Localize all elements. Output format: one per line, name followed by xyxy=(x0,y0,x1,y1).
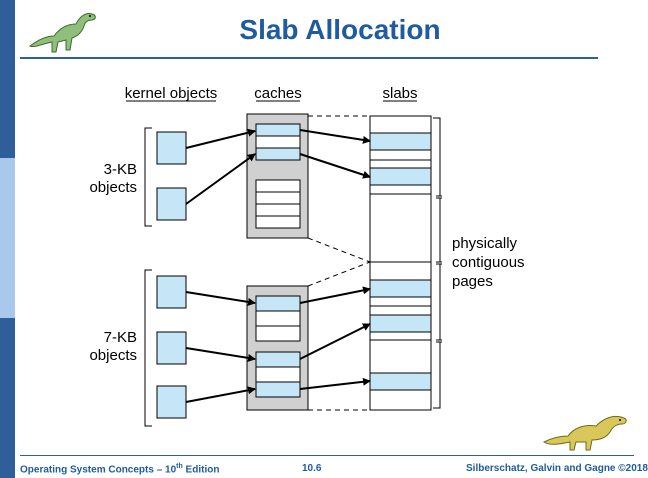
dinosaur-footer-icon xyxy=(543,415,627,451)
kernel-object-large-1 xyxy=(156,275,187,309)
kernel-object-large-2 xyxy=(156,331,187,365)
cache-small-slot-7 xyxy=(255,215,301,229)
caches-header: caches xyxy=(254,85,302,102)
pages-label-line2: contiguous xyxy=(452,254,525,271)
title-divider xyxy=(20,57,598,59)
kernel-object-large-3 xyxy=(156,385,187,419)
slab-slot-4 xyxy=(369,314,432,333)
arrow-object-to-cache-5 xyxy=(185,386,256,403)
page-bracket-4 xyxy=(433,342,441,409)
arrow-cache-to-slab-2 xyxy=(299,153,371,179)
cache-small-slot-6 xyxy=(255,203,301,217)
slab-slot-3 xyxy=(369,279,432,298)
cache-small-slot-3 xyxy=(255,147,301,161)
large-objects-bracket xyxy=(144,269,152,427)
kernel-objects-header: kernel objects xyxy=(125,85,218,102)
cache-large-slot-3 xyxy=(255,325,301,342)
cache-small-slot-1 xyxy=(255,123,301,137)
arrow-cache-to-slab-3 xyxy=(299,286,371,304)
cache-small-slot-4 xyxy=(255,179,301,193)
kernel-object-small-2 xyxy=(156,187,187,221)
footer-copyright: Silberschatz, Galvin and Gagne ©2018 xyxy=(466,463,648,474)
arrow-cache-to-slab-5 xyxy=(299,377,371,390)
arrow-object-to-cache-4 xyxy=(185,347,256,362)
cache-large-slot-2 xyxy=(255,310,301,327)
small-objects-label-line2: objects xyxy=(89,179,137,196)
page-bracket-1 xyxy=(433,117,441,196)
slab-slot-2 xyxy=(369,167,432,186)
arrow-object-to-cache-3 xyxy=(185,291,256,306)
cache-small-slot-2 xyxy=(255,135,301,149)
cache-large-slot-4 xyxy=(255,351,301,368)
cache-large-slot-6 xyxy=(255,381,301,398)
small-objects-label-line1: 3-KB xyxy=(104,161,137,178)
dashed-connector-3 xyxy=(307,261,371,287)
pages-label-line1: physically xyxy=(452,235,518,252)
slabs-header: slabs xyxy=(382,85,417,102)
arrow-object-to-cache-1 xyxy=(185,128,256,149)
cache-large-slot-1 xyxy=(255,295,301,312)
cache-large-slot-5 xyxy=(255,366,301,383)
kernel-object-small-1 xyxy=(156,131,187,165)
page-title: Slab Allocation xyxy=(239,14,441,45)
slab-slot-1 xyxy=(369,132,432,151)
slab-slot-5 xyxy=(369,372,432,391)
cache-small-slot-5 xyxy=(255,191,301,205)
large-objects-label-line1: 7-KB xyxy=(104,329,137,346)
footer-divider xyxy=(20,455,634,456)
pages-label-line3: pages xyxy=(452,273,493,290)
footer-page-number: 10.6 xyxy=(302,463,322,474)
arrow-cache-to-slab-4 xyxy=(299,323,371,360)
arrow-cache-to-slab-1 xyxy=(299,129,371,144)
large-objects-label-line2: objects xyxy=(89,347,137,364)
dashed-connector-2 xyxy=(307,237,371,263)
arrow-object-to-cache-2 xyxy=(185,153,256,205)
small-objects-bracket xyxy=(144,127,152,227)
slab-column xyxy=(369,115,432,411)
dinosaur-logo-icon xyxy=(29,13,96,53)
sidebar-highlight xyxy=(0,158,15,318)
footer-book-title: Operating System Concepts – 10th Edition xyxy=(20,463,220,476)
